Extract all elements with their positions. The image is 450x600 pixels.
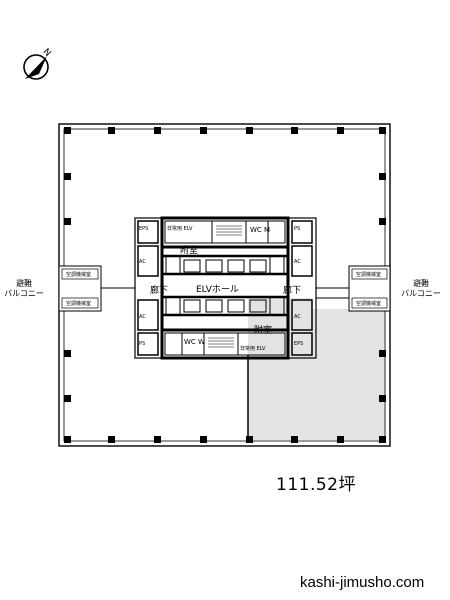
annex-bottom-label: 附室 bbox=[254, 326, 273, 336]
eps-right: EPS bbox=[294, 341, 303, 347]
balcony-left-label: 避難 バルコニー bbox=[4, 279, 44, 299]
emergency-elv-top: 非常用 ELV bbox=[167, 225, 193, 232]
ac-right-bottom: AC bbox=[294, 314, 301, 320]
corridor-left-label: 廊下 bbox=[150, 286, 169, 296]
corridor-right-label: 廊下 bbox=[283, 286, 302, 296]
balcony-right-line2: バルコニー bbox=[401, 289, 441, 298]
ac-right-top: AC bbox=[294, 259, 301, 265]
mech-room-left-top: 空調機械室 bbox=[66, 271, 91, 278]
area-label: 111.52坪 bbox=[276, 475, 356, 495]
ac-left-top: AC bbox=[139, 259, 146, 265]
elv-hall-label: ELVホール bbox=[196, 285, 239, 295]
wc-m-label: WC M bbox=[250, 226, 270, 234]
columns bbox=[64, 127, 386, 443]
balcony-right bbox=[348, 265, 391, 312]
eps-left: EPS bbox=[139, 226, 148, 232]
balcony-left-line2: バルコニー bbox=[4, 289, 44, 298]
core bbox=[101, 216, 349, 360]
emergency-elv-bottom: 非常用 ELV bbox=[240, 345, 266, 352]
annex-top-label: 附室 bbox=[180, 246, 199, 256]
ps-left: PS bbox=[139, 341, 145, 347]
mech-room-right-top: 空調機械室 bbox=[356, 271, 381, 278]
mech-room-right-bottom: 空調機械室 bbox=[356, 300, 381, 307]
balcony-right-label: 避難 バルコニー bbox=[396, 279, 446, 299]
north-label: N bbox=[41, 47, 53, 59]
mech-room-left-bottom: 空調機械室 bbox=[66, 300, 91, 307]
north-arrow-icon: N bbox=[23, 47, 53, 80]
ac-left-bottom: AC bbox=[139, 314, 146, 320]
ps-right: PS bbox=[294, 226, 300, 232]
balcony-left-line1: 避難 bbox=[16, 279, 32, 288]
site-url: kashi-jimusho.com bbox=[300, 574, 425, 591]
balcony-right-line1: 避難 bbox=[413, 279, 429, 288]
wc-w-label: WC W bbox=[184, 338, 205, 346]
